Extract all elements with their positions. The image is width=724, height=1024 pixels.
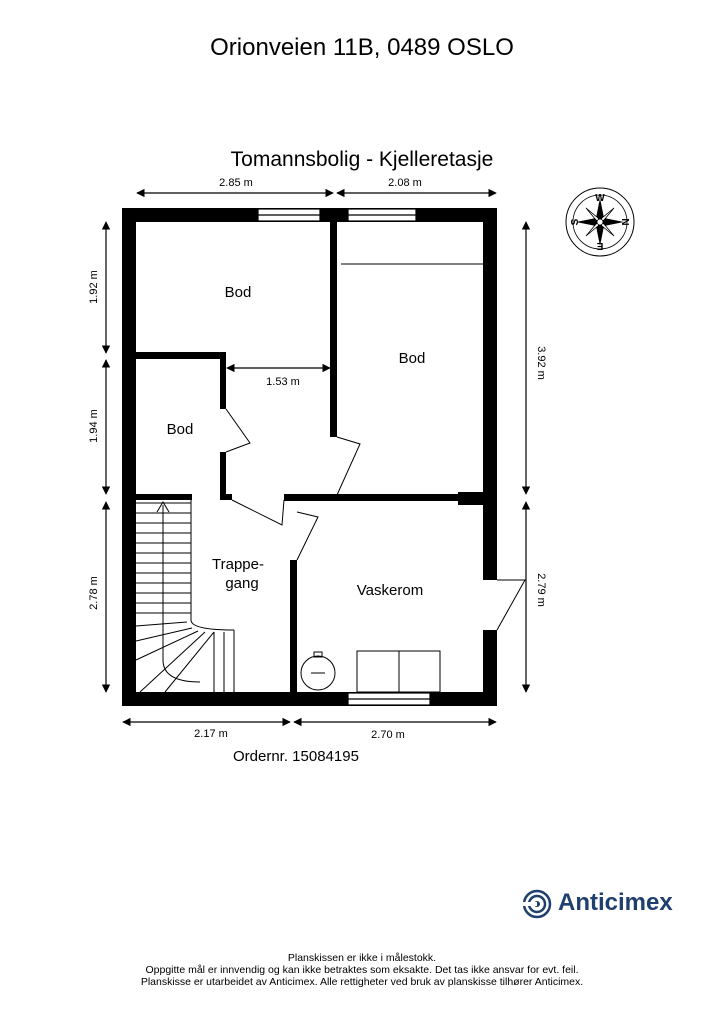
compass-s-label: S (570, 218, 581, 225)
anticimex-logo-icon (522, 889, 552, 919)
dim-bottom-right: 2.70 m (371, 729, 405, 741)
anticimex-logo-text: Anticimex (558, 889, 673, 916)
disclaimer-line-2: Oppgitte mål er innvendig og kan ikke be… (145, 964, 579, 976)
room-label-bod-top-left: Bod (225, 284, 252, 301)
disclaimer-line-1: Planskissen er ikke i målestokk. (287, 952, 437, 964)
address-title: Orionveien 11B, 0489 OSLO (210, 34, 514, 61)
windows (257, 208, 431, 706)
staircase (135, 500, 235, 693)
dim-right-lower: 2.79 m (535, 573, 547, 607)
dim-left-lower: 2.78 m (88, 576, 100, 610)
dimension-labels: 2.85 m 2.08 m 1.53 m 2.17 m 2.70 m 1.92 … (88, 177, 547, 741)
room-label-bod-right: Bod (399, 350, 426, 367)
dim-bottom-left: 2.17 m (194, 728, 228, 740)
laundry-appliances (300, 650, 441, 693)
dim-left-middle: 1.94 m (88, 409, 100, 443)
dim-top-right: 2.08 m (388, 177, 422, 189)
dimension-lines (101, 188, 531, 727)
dim-inner: 1.53 m (266, 376, 300, 388)
room-label-trappegang-2: gang (225, 575, 258, 592)
disclaimer: Planskissen er ikke i målestokk. Oppgitt… (0, 952, 724, 988)
room-labels: Bod Bod Bod Trappe- gang Vaskerom (167, 284, 426, 599)
plan-title: Tomannsbolig - Kjelleretasje (230, 148, 494, 171)
disclaimer-line-3: Planskisse er utarbeidet av Anticimex. A… (140, 976, 584, 988)
room-label-trappegang-1: Trappe- (212, 556, 264, 573)
dim-left-upper: 1.92 m (88, 270, 100, 304)
anticimex-logo: Anticimex (522, 887, 697, 921)
compass-icon: W E S N (565, 187, 635, 257)
room-label-bod-small: Bod (167, 421, 194, 438)
interior-walls (136, 222, 484, 692)
order-number: Ordernr. 15084195 (233, 748, 359, 765)
compass-e-label: E (596, 240, 603, 251)
room-label-vaskerom: Vaskerom (357, 582, 423, 599)
compass-w-label: W (595, 193, 605, 204)
compass-n-label: N (619, 218, 630, 225)
dim-top-left: 2.85 m (219, 177, 253, 189)
dim-right-upper: 3.92 m (535, 346, 547, 380)
